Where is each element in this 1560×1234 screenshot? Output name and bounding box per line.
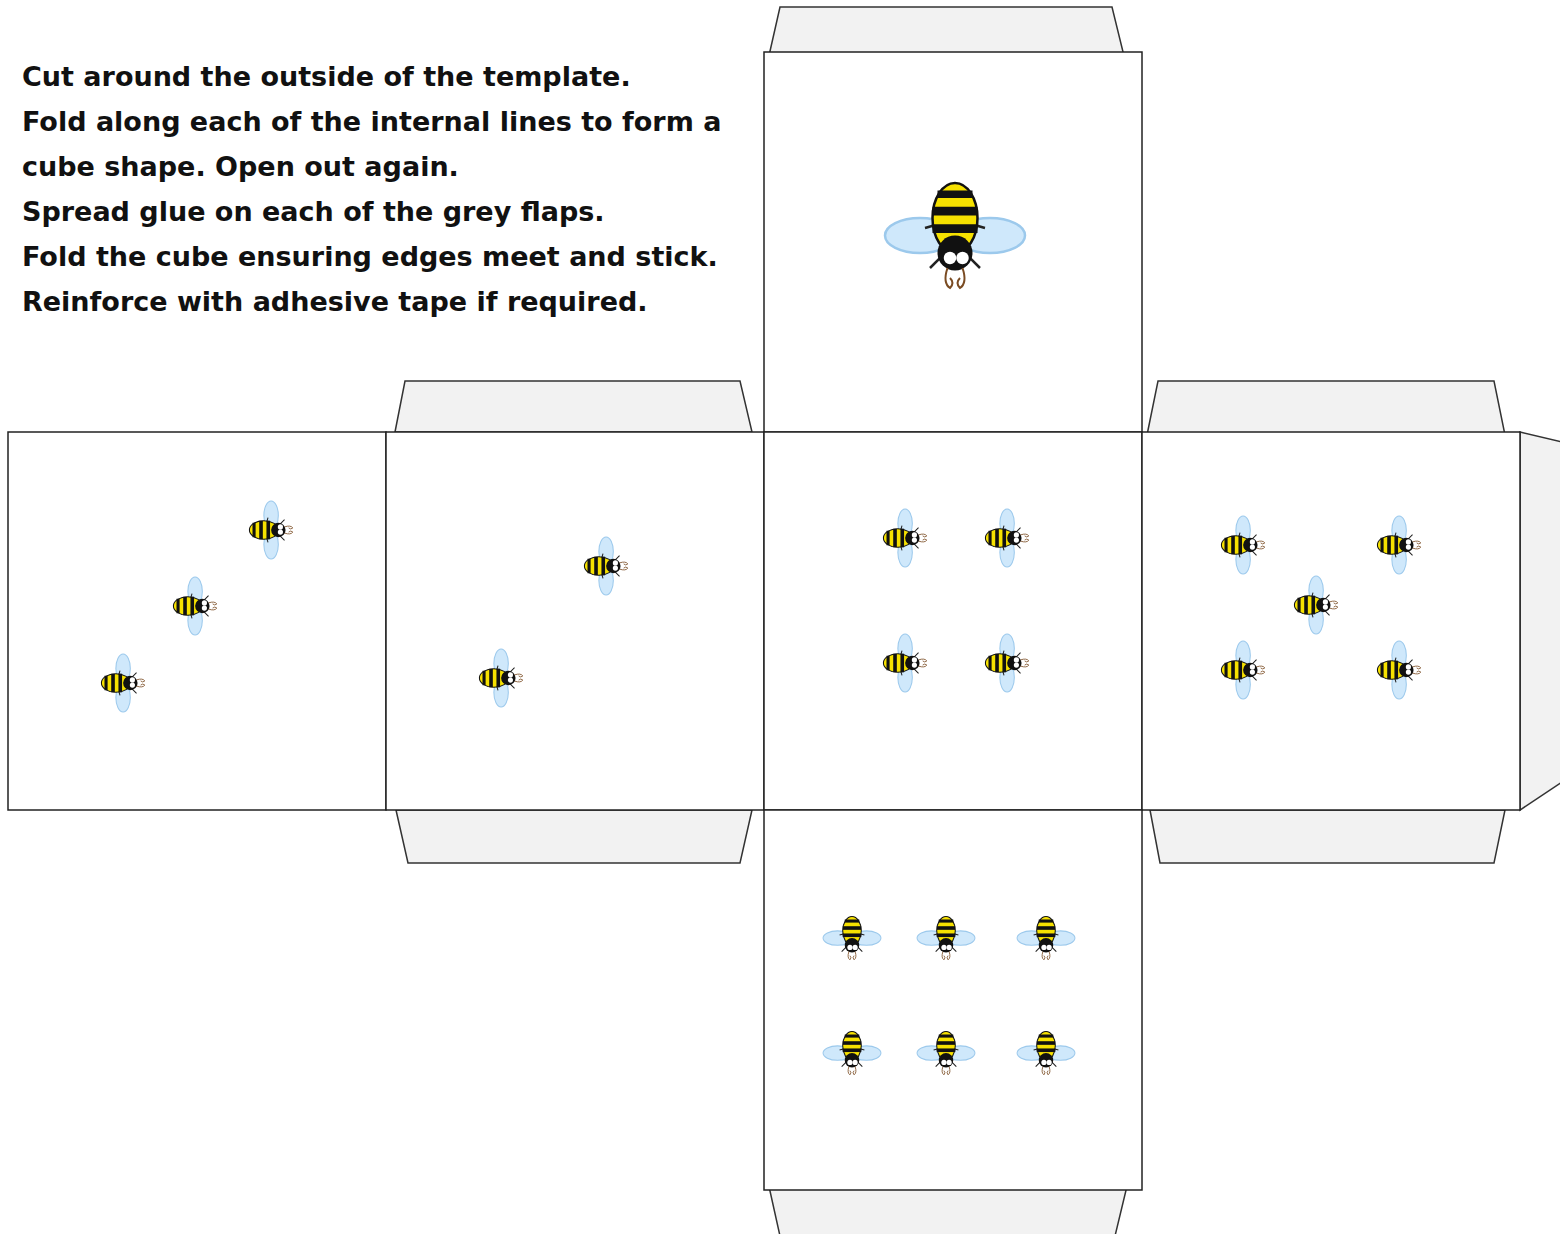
instruction-line: Reinforce with adhesive tape if required… bbox=[22, 279, 757, 324]
glue-flap bbox=[1150, 810, 1505, 863]
instruction-line: Fold the cube ensuring edges meet and st… bbox=[22, 234, 757, 279]
bee-picture bbox=[885, 183, 1025, 288]
bee-picture bbox=[823, 916, 881, 959]
bee-picture bbox=[823, 1031, 881, 1074]
bee-picture bbox=[1221, 641, 1264, 699]
cube-face bbox=[764, 52, 1142, 432]
bee-picture bbox=[249, 501, 292, 559]
glue-flap bbox=[1147, 381, 1505, 435]
bee-picture bbox=[985, 509, 1028, 567]
bee-picture bbox=[1377, 641, 1420, 699]
instruction-line: Fold along each of the internal lines to… bbox=[22, 99, 757, 189]
instruction-line: Cut around the outside of the template. bbox=[22, 54, 757, 99]
cube-faces bbox=[8, 52, 1520, 1190]
bee-picture bbox=[1017, 1031, 1075, 1074]
instructions: Cut around the outside of the template.F… bbox=[22, 54, 757, 324]
cube-face bbox=[764, 432, 1142, 810]
cube-face bbox=[1142, 432, 1520, 810]
glue-flap bbox=[396, 810, 752, 863]
bee-picture bbox=[917, 916, 975, 959]
bee-picture bbox=[883, 634, 926, 692]
bee-picture bbox=[1294, 576, 1337, 634]
bee-picture bbox=[1221, 516, 1264, 574]
bee-picture bbox=[173, 577, 216, 635]
cube-face bbox=[386, 432, 764, 810]
bee-picture bbox=[1377, 516, 1420, 574]
bee-picture bbox=[101, 654, 144, 712]
glue-flap bbox=[1520, 432, 1560, 810]
bee-picture bbox=[883, 509, 926, 567]
bee-picture bbox=[479, 649, 522, 707]
instruction-line: Spread glue on each of the grey flaps. bbox=[22, 189, 757, 234]
bee-picture bbox=[1017, 916, 1075, 959]
bee-picture bbox=[985, 634, 1028, 692]
cube-face bbox=[8, 432, 386, 810]
glue-flap bbox=[395, 381, 752, 432]
bee-picture bbox=[917, 1031, 975, 1074]
cube-face bbox=[764, 810, 1142, 1190]
bee-picture bbox=[584, 537, 627, 595]
